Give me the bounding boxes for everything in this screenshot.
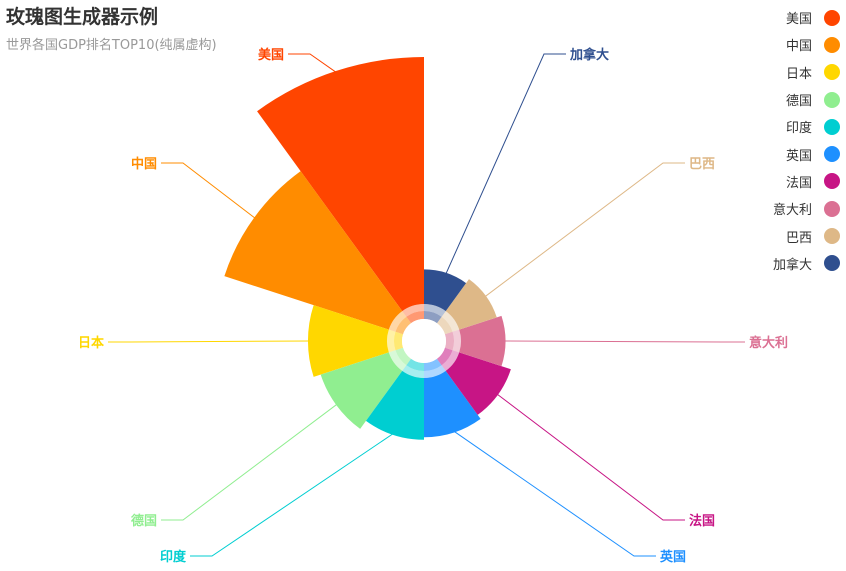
legend-item[interactable]: 巴西: [773, 222, 840, 249]
legend-color-dot: [824, 173, 840, 190]
inner-ring-segment: [395, 316, 412, 335]
inner-ring-segment: [402, 304, 424, 317]
legend-label: 中国: [785, 39, 812, 55]
inner-ring-segment: [444, 331, 454, 351]
rose-slice[interactable]: [307, 305, 389, 377]
inner-ring-segment: [441, 311, 460, 332]
legend-label: 巴西: [785, 230, 812, 246]
rose-slice[interactable]: [365, 370, 424, 440]
legend-item[interactable]: 美国: [773, 4, 840, 31]
slice-label: 日本: [78, 335, 104, 351]
slice-label: 印度: [160, 549, 187, 565]
inner-ring-segment: [395, 347, 412, 366]
leader-line: [190, 432, 395, 557]
inner-ring-segment: [387, 329, 396, 353]
legend-item[interactable]: 法国: [773, 168, 840, 195]
slice-label: 意大利: [749, 335, 788, 351]
leader-line: [161, 162, 257, 220]
rose-slice[interactable]: [257, 57, 424, 312]
legend-label: 英国: [785, 148, 812, 164]
slice-label: 英国: [659, 549, 686, 565]
slice-label: 加拿大: [569, 47, 609, 63]
inner-ring-segment: [436, 316, 453, 335]
legend-label: 印度: [785, 121, 812, 137]
slice-label: 法国: [689, 513, 715, 529]
legend-item[interactable]: 中国: [773, 31, 840, 58]
legend-color-dot: [824, 228, 840, 245]
leader-line: [503, 340, 745, 343]
leader-line: [445, 53, 566, 276]
center-hole: [402, 319, 446, 363]
legend-color-dot: [824, 64, 840, 81]
rose-slice[interactable]: [224, 171, 403, 330]
rose-slice[interactable]: [445, 279, 497, 330]
legend-label: 日本: [785, 66, 812, 82]
legend-label: 德国: [785, 94, 812, 110]
inner-ring-segment: [406, 311, 424, 324]
inner-ring-segment: [388, 311, 407, 332]
leader-line: [161, 403, 339, 521]
inner-ring-segment: [394, 331, 404, 351]
legend-label: 美国: [785, 12, 812, 28]
slice-label: 德国: [131, 513, 157, 529]
inner-ring-segment: [424, 304, 446, 317]
rose-slice[interactable]: [424, 269, 467, 312]
leader-line: [108, 340, 310, 343]
legend-color-dot: [824, 146, 840, 163]
legend-color-dot: [824, 200, 840, 217]
inner-ring-segment: [402, 365, 424, 378]
rose-slices: [224, 57, 511, 440]
legend-item[interactable]: 加拿大: [773, 250, 840, 277]
inner-ring-segment: [406, 358, 424, 371]
leader-line: [483, 162, 685, 298]
inner-ring-segment: [441, 350, 460, 371]
inner-ring-segment: [424, 358, 442, 371]
inner-ring-segment: [452, 329, 461, 353]
legend-item[interactable]: 德国: [773, 86, 840, 113]
inner-ring-segment: [424, 311, 442, 324]
legend: 美国中国日本德国印度英国法国意大利巴西加拿大: [773, 4, 840, 277]
legend-label: 加拿大: [772, 257, 812, 273]
legend-color-dot: [824, 9, 840, 26]
slice-label: 中国: [131, 156, 157, 172]
legend-item[interactable]: 英国: [773, 140, 840, 167]
inner-rings: [387, 304, 461, 378]
legend-label: 意大利: [772, 203, 812, 219]
rose-slice[interactable]: [320, 352, 403, 429]
legend-color-dot: [824, 255, 840, 272]
legend-color-dot: [824, 36, 840, 53]
leader-line: [495, 393, 685, 521]
leader-lines: [108, 53, 745, 557]
slice-label: 巴西: [689, 157, 715, 172]
legend-item[interactable]: 日本: [773, 59, 840, 86]
inner-ring-segment: [424, 365, 446, 378]
legend-label: 法国: [785, 175, 812, 191]
leader-line: [288, 53, 338, 74]
rose-slice[interactable]: [445, 352, 511, 415]
leader-line: [452, 430, 656, 557]
rose-slice[interactable]: [459, 315, 506, 367]
slice-label: 美国: [258, 47, 284, 63]
chart-title: 玫瑰图生成器示例: [6, 6, 159, 28]
legend-item[interactable]: 意大利: [773, 195, 840, 222]
inner-ring-segment: [436, 347, 453, 366]
legend-item[interactable]: 印度: [773, 113, 840, 140]
chart-subtitle: 世界各国GDP排名TOP10(纯属虚构): [6, 38, 217, 53]
inner-ring-segment: [388, 350, 407, 371]
legend-color-dot: [824, 118, 840, 135]
rose-slice[interactable]: [424, 370, 481, 438]
legend-color-dot: [824, 91, 840, 108]
